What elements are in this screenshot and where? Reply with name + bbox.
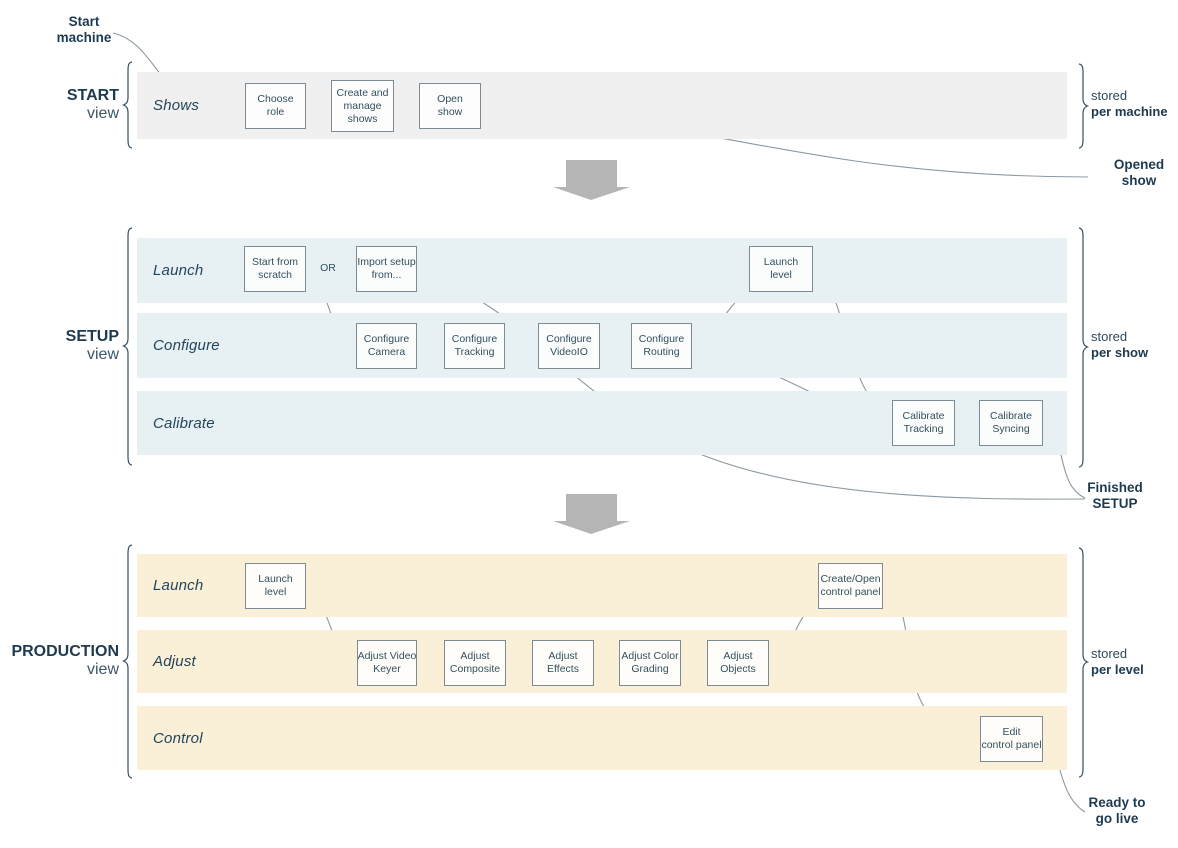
node-adjust-video-keyer: Adjust Video Keyer (357, 640, 417, 686)
section-label-start: START view (0, 87, 119, 123)
lane-configure: Configure (137, 313, 1067, 378)
edge-label-ready-go-live: Ready to go live (1088, 795, 1146, 826)
stored-production: stored per level (1091, 646, 1144, 677)
section-title: PRODUCTION (11, 643, 119, 660)
node-create-open-control-panel: Create/Open control panel (818, 563, 883, 609)
node-adjust-effects: Adjust Effects (532, 640, 594, 686)
node-launch-level-setup: Launch level (749, 246, 813, 292)
lane-label: Configure (153, 337, 220, 354)
bracket-production-left (121, 544, 133, 779)
section-label-production: PRODUCTION view (0, 643, 119, 679)
node-configure-tracking: Configure Tracking (444, 323, 505, 369)
section-subtitle: view (86, 346, 119, 363)
stored-setup: stored per show (1091, 329, 1149, 360)
bracket-setup-left (121, 227, 133, 466)
bracket-start-right (1078, 63, 1090, 149)
section-label-setup: SETUP view (0, 328, 119, 364)
section-transition-arrow-down-1 (553, 160, 630, 200)
section-subtitle: view (86, 661, 119, 678)
stored-start: stored per machine (1091, 88, 1168, 119)
node-import-setup: Import setup from... (356, 246, 417, 292)
node-calibrate-syncing: Calibrate Syncing (979, 400, 1043, 446)
lane-label: Adjust (153, 653, 196, 670)
node-adjust-color-grading: Adjust Color Grading (619, 640, 681, 686)
node-adjust-objects: Adjust Objects (707, 640, 769, 686)
edge-label-finished-setup: Finished SETUP (1087, 480, 1143, 511)
bracket-production-right (1078, 547, 1090, 778)
node-start-from-scratch: Start from scratch (244, 246, 306, 292)
lane-adjust: Adjust (137, 630, 1067, 693)
lane-label: Calibrate (153, 414, 215, 432)
connector-import-to-finished (416, 273, 1086, 500)
lane-label: Launch (153, 262, 204, 279)
node-configure-routing: Configure Routing (631, 323, 692, 369)
node-create-manage-shows: Create and manage shows (331, 80, 394, 132)
node-open-show: Open show (419, 83, 481, 129)
node-adjust-composite: Adjust Composite (444, 640, 506, 686)
lane-label: Shows (153, 97, 200, 114)
node-calibrate-tracking: Calibrate Tracking (892, 400, 955, 446)
bracket-start-left (121, 61, 133, 149)
bracket-setup-right (1078, 227, 1090, 468)
section-brackets (121, 61, 1090, 779)
lane-label: Control (153, 729, 203, 747)
node-choose-role: Choose role (245, 83, 306, 129)
section-transition-arrow-down-2 (553, 494, 630, 534)
section-subtitle: view (86, 105, 119, 122)
node-configure-videoio: Configure VideoIO (538, 323, 600, 369)
lane-control: Control (137, 706, 1067, 770)
edge-label-start-machine: Start machine (56, 14, 112, 45)
lane-label: Launch (153, 577, 204, 594)
edge-label-opened-show: Opened show (1113, 157, 1165, 188)
node-launch-level-production: Launch level (245, 563, 306, 609)
section-title: START (66, 87, 119, 104)
node-configure-camera: Configure Camera (356, 323, 417, 369)
or-label: OR (320, 262, 336, 274)
node-edit-control-panel: Edit control panel (980, 716, 1043, 762)
section-title: SETUP (65, 328, 119, 345)
